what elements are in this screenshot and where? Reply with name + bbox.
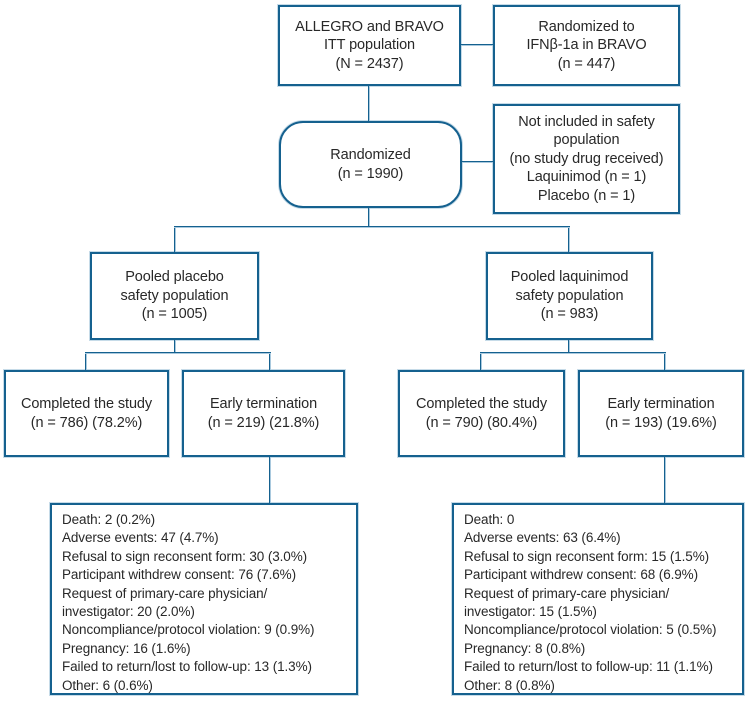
text-line: Pregnancy: 8 (0.8%) — [464, 640, 586, 656]
text-line: safety population — [120, 287, 229, 304]
connector-drop-laquinimod-early — [664, 354, 666, 370]
text-line: Completed the study — [415, 395, 548, 412]
text-line: Death: 0 — [464, 512, 515, 527]
text-line: Request of primary-care physician/ — [464, 585, 670, 601]
text-line: Death: 2 (0.2%) — [62, 512, 156, 527]
text-line: Refusal to sign reconsent form: 30 (3.0%… — [62, 548, 308, 564]
box-randomized: Randomized (n = 1990) — [279, 121, 462, 208]
connector-laquinimod-early-to-reasons — [664, 457, 666, 503]
connector-drop-placebo-early — [269, 354, 271, 370]
text-line: Randomized — [330, 146, 411, 163]
text-line: Request of primary-care physician/ — [62, 585, 268, 601]
text-line: Participant withdrew consent: 68 (6.9%) — [464, 567, 698, 583]
text-line: investigator: 20 (2.0%) — [62, 604, 195, 620]
connector-laquinimod-branch — [480, 352, 666, 354]
text-line: (n = 790) (80.4%) — [425, 414, 538, 431]
text-line: Randomized to — [538, 18, 635, 35]
text-line: investigator: 15 (1.5%) — [464, 604, 597, 620]
connector-pooled-placebo-down — [174, 340, 176, 353]
box-laquinimod-termination-reasons: Death: 0 Adverse events: 63 (6.4%) Refusal… — [452, 503, 744, 695]
text-line: (n = 983) — [540, 306, 599, 323]
connector-main-branch — [174, 226, 570, 228]
text-line: ITT population — [323, 37, 416, 54]
text-line: Placebo (n = 1) — [537, 187, 636, 204]
connector-placebo-early-to-reasons — [269, 457, 271, 503]
text-line: Participant withdrew consent: 76 (7.6%) — [62, 567, 296, 583]
text-line: Failed to return/lost to follow-up: 11 (… — [464, 659, 713, 675]
connector-placebo-branch — [85, 352, 271, 354]
box-itt-population: ALLEGRO and BRAVO ITT population(N = 2437… — [278, 5, 461, 86]
box-laquinimod-early-termination: Early termination (n = 193) (19.6%) — [578, 370, 744, 457]
connector-drop-placebo-completed — [85, 354, 87, 370]
box-randomized-ifn: Randomized to IFNβ-1a in BRAVO(n = 447) — [493, 5, 680, 86]
text-line: Noncompliance/protocol violation: 9 (0.9… — [62, 622, 315, 638]
text-line: Other: 8 (0.8%) — [464, 677, 555, 693]
text-line: Not included in safety — [518, 113, 655, 130]
text-line: (no study drug received) — [509, 150, 664, 167]
connector-itt-to-ifn — [461, 44, 493, 46]
text-line: Failed to return/lost to follow-up: 13 (… — [62, 659, 312, 675]
connector-drop-laquinimod-completed — [480, 354, 482, 370]
text-line: population — [553, 132, 620, 149]
text-line: Early termination — [209, 395, 318, 412]
text-line: safety population — [515, 287, 624, 304]
text-line: Completed the study — [20, 395, 153, 412]
box-placebo-termination-reasons: Death: 2 (0.2%) Adverse events: 47 (4.7%)… — [50, 503, 358, 695]
connector-randomized-down — [368, 208, 370, 227]
text-line: Adverse events: 63 (6.4%) — [464, 530, 621, 546]
connector-drop-pooled-placebo — [174, 228, 176, 252]
text-line: Adverse events: 47 (4.7%) — [62, 530, 219, 546]
text-line: Early termination — [607, 395, 715, 412]
text-line: Noncompliance/protocol violation: 5 (0.5… — [464, 622, 717, 638]
text-line: (n = 219) (21.8%) — [207, 414, 320, 431]
box-not-included-safety: Not included in safety population(no stud… — [493, 104, 680, 214]
connector-drop-pooled-laquinimod — [568, 228, 570, 252]
box-laquinimod-completed: Completed the study (n = 790) (80.4%) — [398, 370, 565, 457]
connector-pooled-laquinimod-down — [568, 340, 570, 353]
text-line: IFNβ-1a in BRAVO — [526, 37, 647, 54]
text-line: (n = 786) (78.2%) — [30, 414, 143, 431]
text-line: (n = 447) — [557, 55, 616, 72]
text-line: Other: 6 (0.6%) — [62, 677, 153, 693]
text-line: ALLEGRO and BRAVO — [295, 18, 444, 35]
text-line: Laquinimod (n = 1) — [526, 169, 647, 186]
text-line: Pooled laquinimod — [510, 269, 629, 286]
text-line: (n = 1990) — [337, 165, 404, 182]
text-line: (n = 193) (19.6%) — [605, 414, 717, 431]
connector-randomized-to-notincluded — [462, 161, 493, 163]
box-placebo-early-termination: Early termination (n = 219) (21.8%) — [182, 370, 345, 457]
text-line: (n = 1005) — [141, 306, 208, 323]
text-line: (N = 2437) — [335, 55, 404, 72]
connector-itt-to-randomized — [368, 86, 370, 121]
box-placebo-completed: Completed the study (n = 786) (78.2%) — [4, 370, 169, 457]
text-line: Pooled placebo — [125, 269, 224, 286]
text-line: Pregnancy: 16 (1.6%) — [62, 640, 191, 656]
text-line: Refusal to sign reconsent form: 15 (1.5%… — [464, 548, 710, 564]
